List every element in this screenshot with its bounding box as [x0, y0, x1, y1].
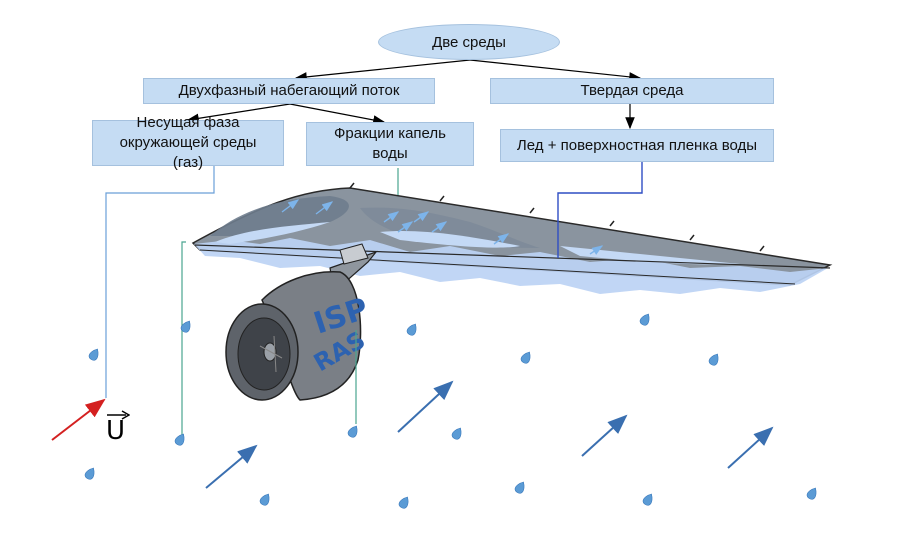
- ice-patch-upper-mid: [360, 207, 540, 248]
- node-root: Две среды: [378, 24, 560, 60]
- droplet: [707, 351, 722, 368]
- ice-patch-front-mid: [380, 230, 520, 248]
- surface-flow-arrows: [281, 199, 604, 255]
- droplet: [519, 349, 534, 366]
- droplet: [397, 494, 412, 511]
- droplet: [805, 485, 820, 502]
- node-carrier-phase: Несущая фаза окружающей среды (газ): [92, 114, 284, 171]
- leader-lines: [105, 162, 643, 436]
- leader-gas: [105, 166, 215, 398]
- droplet: [513, 479, 528, 496]
- droplet: [346, 423, 361, 440]
- node-ice-film-label: Лед + поверхностная пленка воды: [516, 136, 758, 154]
- connector-root-left: [294, 59, 471, 82]
- connector-root-right: [469, 59, 642, 82]
- node-solid-medium-label: Твердая среда: [580, 82, 684, 99]
- vortex-generators: [349, 182, 765, 252]
- flow-arrow: [727, 426, 774, 469]
- velocity-label: U: [106, 410, 130, 446]
- tree-connectors: [186, 59, 642, 130]
- droplet: [450, 425, 465, 442]
- node-ice-film: Лед + поверхностная пленка воды: [500, 129, 774, 162]
- node-two-phase-flow: Двухфазный набегающий поток: [143, 78, 435, 104]
- droplet: [173, 431, 188, 448]
- droplet: [405, 321, 420, 338]
- node-droplet-fractions-label: Фракции капель воды: [334, 125, 446, 162]
- wing-trailing-line: [199, 249, 796, 285]
- wing: [191, 182, 833, 294]
- velocity-symbol: U: [106, 416, 126, 446]
- node-droplet-fractions: Фракции капель воды: [306, 122, 474, 166]
- vector-arrow-icon: [107, 410, 130, 420]
- leader-ice: [557, 162, 643, 258]
- droplet: [638, 311, 653, 328]
- connector-left-gas: [186, 103, 291, 124]
- ice-patch-front-right: [560, 246, 740, 265]
- leader-drops-left: [181, 241, 186, 436]
- flow-arrow: [205, 444, 258, 489]
- velocity-arrow: [51, 398, 106, 441]
- ice-patch-leading-edge: [215, 222, 330, 244]
- ice-patch-upper-left: [210, 196, 349, 236]
- node-two-phase-flow-label: Двухфазный набегающий поток: [178, 82, 400, 99]
- pylon-fairing: [339, 243, 369, 265]
- flow-arrows: [205, 380, 774, 489]
- flow-arrow: [397, 380, 454, 433]
- droplet: [87, 346, 102, 363]
- droplet: [258, 491, 273, 508]
- node-solid-medium: Твердая среда: [490, 78, 774, 104]
- flow-arrow: [581, 414, 628, 457]
- connector-left-drops: [289, 103, 386, 125]
- node-root-label: Две среды: [432, 33, 506, 51]
- droplet: [641, 491, 656, 508]
- node-carrier-phase-label: Несущая фаза окружающей среды (газ): [119, 114, 257, 171]
- droplets: [83, 311, 820, 511]
- wing-spar-line: [194, 244, 831, 269]
- droplet: [83, 465, 98, 482]
- engine: ISP RAS: [225, 243, 378, 401]
